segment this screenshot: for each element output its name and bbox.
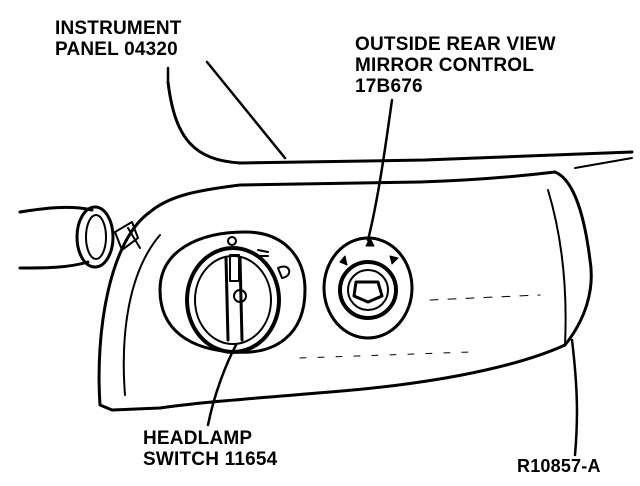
headlamp-pointer [229, 254, 240, 282]
headlamp-knob-ridge [224, 256, 244, 342]
mirror-arrow-up [365, 237, 375, 247]
panel-right-fold [547, 189, 567, 346]
panel-texture-1 [429, 294, 541, 301]
mirror-ring [338, 260, 398, 320]
headlamp-off-symbol [227, 236, 237, 246]
mirror-control-label-line-1: OUTSIDE REAR VIEW [355, 34, 556, 55]
panel-housing [97, 170, 593, 412]
instrument-panel-label: INSTRUMENT PANEL 04320 [55, 18, 182, 60]
mirror-control-label-line-2: MIRROR CONTROL [355, 55, 535, 76]
clip-wire [127, 227, 141, 249]
hose-bottom [18, 260, 90, 270]
headlamp-knob [185, 246, 281, 354]
hose-end-inner [85, 214, 107, 260]
panel-inner-curve [122, 234, 161, 396]
headlamp-switch-label-line-2: SWITCH 11654 [143, 449, 278, 470]
mirror-glyph [352, 280, 384, 304]
leader-mirror [366, 98, 394, 242]
mirror-arrow-left [339, 255, 348, 266]
mirror-arrow-right [389, 255, 399, 265]
leader-panel [205, 60, 287, 160]
headlamp-knob-inner [194, 255, 272, 345]
clip [114, 221, 139, 251]
hose-end [75, 205, 115, 269]
instrument-panel-label-line-1: INSTRUMENT [55, 18, 182, 39]
panel-texture-2 [299, 351, 471, 359]
mirror-control-label-line-3: 17B676 [355, 76, 423, 97]
leader-headlamp [206, 343, 238, 427]
mirror-ring-inner [347, 269, 389, 311]
mirror-control-label: OUTSIDE REAR VIEW MIRROR CONTROL 17B676 [355, 34, 556, 97]
headlamp-dome-symbol [233, 289, 247, 303]
headlamp-beam-symbol [277, 265, 291, 279]
instrument-panel-label-line-2: PANEL 04320 [55, 39, 178, 60]
figure-id-label: R10857-A [517, 456, 601, 476]
headlamp-parking-symbol [257, 249, 269, 257]
panel-top-edge [166, 80, 634, 165]
headlamp-switch-label-line-1: HEADLAMP [143, 428, 253, 449]
headlamp-bezel [158, 230, 307, 354]
leader-figure [570, 338, 579, 457]
panel-right-edge [574, 157, 633, 169]
mirror-bezel [322, 236, 414, 340]
headlamp-switch-label: HEADLAMP SWITCH 11654 [143, 428, 277, 470]
hose-top [18, 205, 94, 214]
